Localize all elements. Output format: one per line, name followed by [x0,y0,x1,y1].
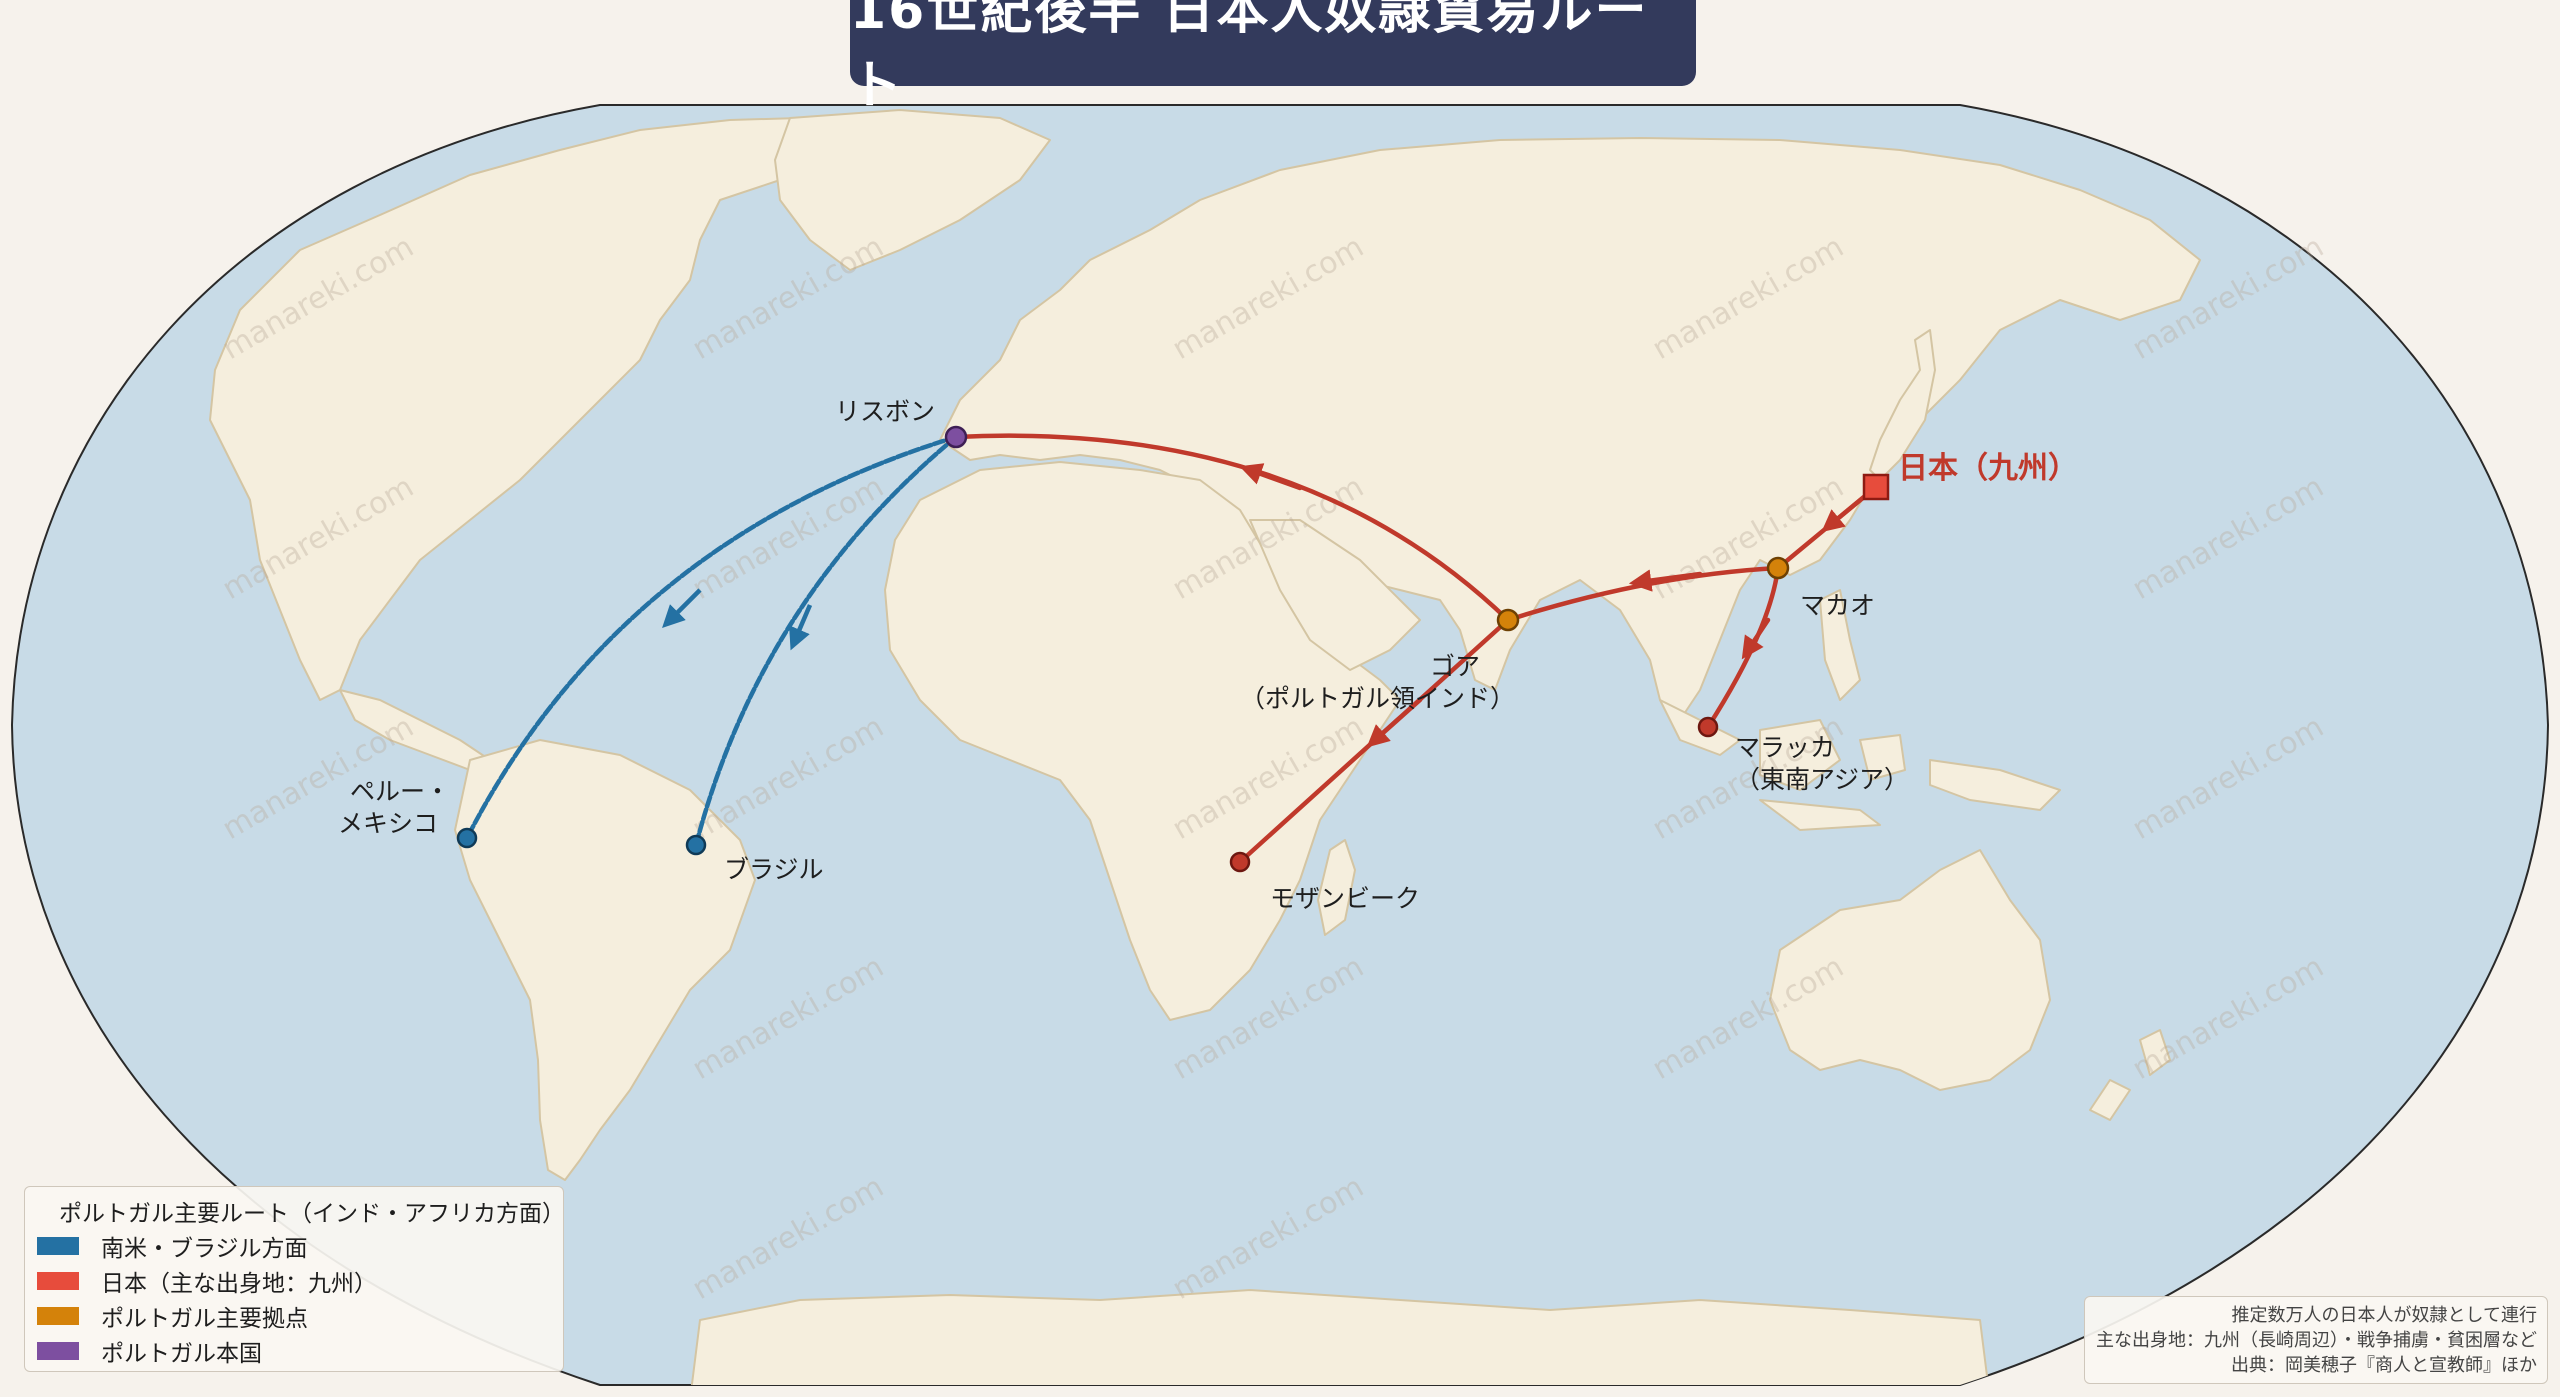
legend-item-homeland: ポルトガル本国 [25,1333,563,1368]
label-malacca-line1: マラッカ [1735,733,1835,762]
legend-label: ポルトガル主要ルート（インド・アフリカ方面） [59,1200,565,1227]
legend-label: ポルトガル本国 [101,1340,262,1367]
malacca-marker [1697,716,1719,738]
page-title: 16世紀後半 日本人奴隷貿易ルート [850,0,1696,116]
legend-item-south-america: 南米・ブラジル方面 [25,1228,563,1263]
australia [1769,849,2051,1091]
label-malacca-line2: （東南アジア） [1735,765,1909,794]
legend: ポルトガル主要ルート（インド・アフリカ方面） 南米・ブラジル方面 日本（主な出身… [24,1186,565,1372]
label-goa-line1: ゴア [1430,652,1480,681]
route-macao-malacca-arrow [1741,617,1771,660]
legend-label: ポルトガル主要拠点 [101,1305,308,1332]
legend-label: 日本（主な出身地：九州） [101,1270,377,1297]
greenland [774,109,1051,271]
legend-label: 南米・ブラジル方面 [101,1235,308,1262]
philippines [1819,589,1861,701]
lisbon-marker [944,425,968,449]
legend-item-hub: ポルトガル主要拠点 [25,1298,563,1333]
route-goa-lisbon-arrow [1239,463,1303,491]
legend-swatch [37,1271,79,1290]
route-goa-mozambique-arrow [1366,697,1423,748]
arabia [1249,519,1421,671]
note-line: 推定数万人の日本人が奴隷として連行 [2231,1305,2537,1326]
brazil-marker [685,834,707,856]
peru-marker [456,827,478,849]
label-peru-line1: ペルー・ [350,777,450,806]
label-japan: 日本（九州） [1898,451,2078,486]
antarctica [689,1289,1991,1385]
legend-swatch [37,1306,79,1325]
africa [884,461,1401,1021]
macao-marker [1766,556,1790,580]
indonesia [1659,699,2061,831]
madagascar [1317,839,1356,936]
note-line: 出典：岡美穂子『商人と宣教師』ほか [2231,1355,2537,1376]
route-lisbon-brazil-arrow [789,604,813,651]
label-lisbon: リスボン [835,397,935,426]
mozambique-marker [1229,851,1251,873]
legend-swatch [37,1236,79,1255]
label-mozambique: モザンビーク [1270,884,1420,913]
label-goa-line2: （ポルトガル領インド） [1240,684,1515,713]
new-zealand [2089,1029,2171,1121]
label-peru-line2: メキシコ [338,809,438,838]
label-brazil: ブラジル [724,855,824,884]
route-macao-goa-arrow [1628,569,1703,592]
legend-item-portugal-route: ポルトガル主要ルート（インド・アフリカ方面） [25,1193,565,1228]
route-lisbon-brazil [693,434,959,848]
note-line: 主な出身地：九州（長崎周辺）・戦争捕虜・貧困層など [2096,1330,2537,1351]
north-america [209,117,821,701]
goa-marker [1496,608,1520,632]
source-note: 推定数万人の日本人が奴隷として連行 主な出身地：九州（長崎周辺）・戦争捕虜・貧困… [2084,1296,2548,1384]
japan-marker [1862,473,1890,501]
label-macao: マカオ [1800,591,1875,620]
legend-item-japan: 日本（主な出身地：九州） [25,1263,563,1298]
route-lisbon-peru-arrow [662,588,702,628]
legend-swatch [37,1341,79,1360]
route-lisbon-peru [464,434,959,841]
